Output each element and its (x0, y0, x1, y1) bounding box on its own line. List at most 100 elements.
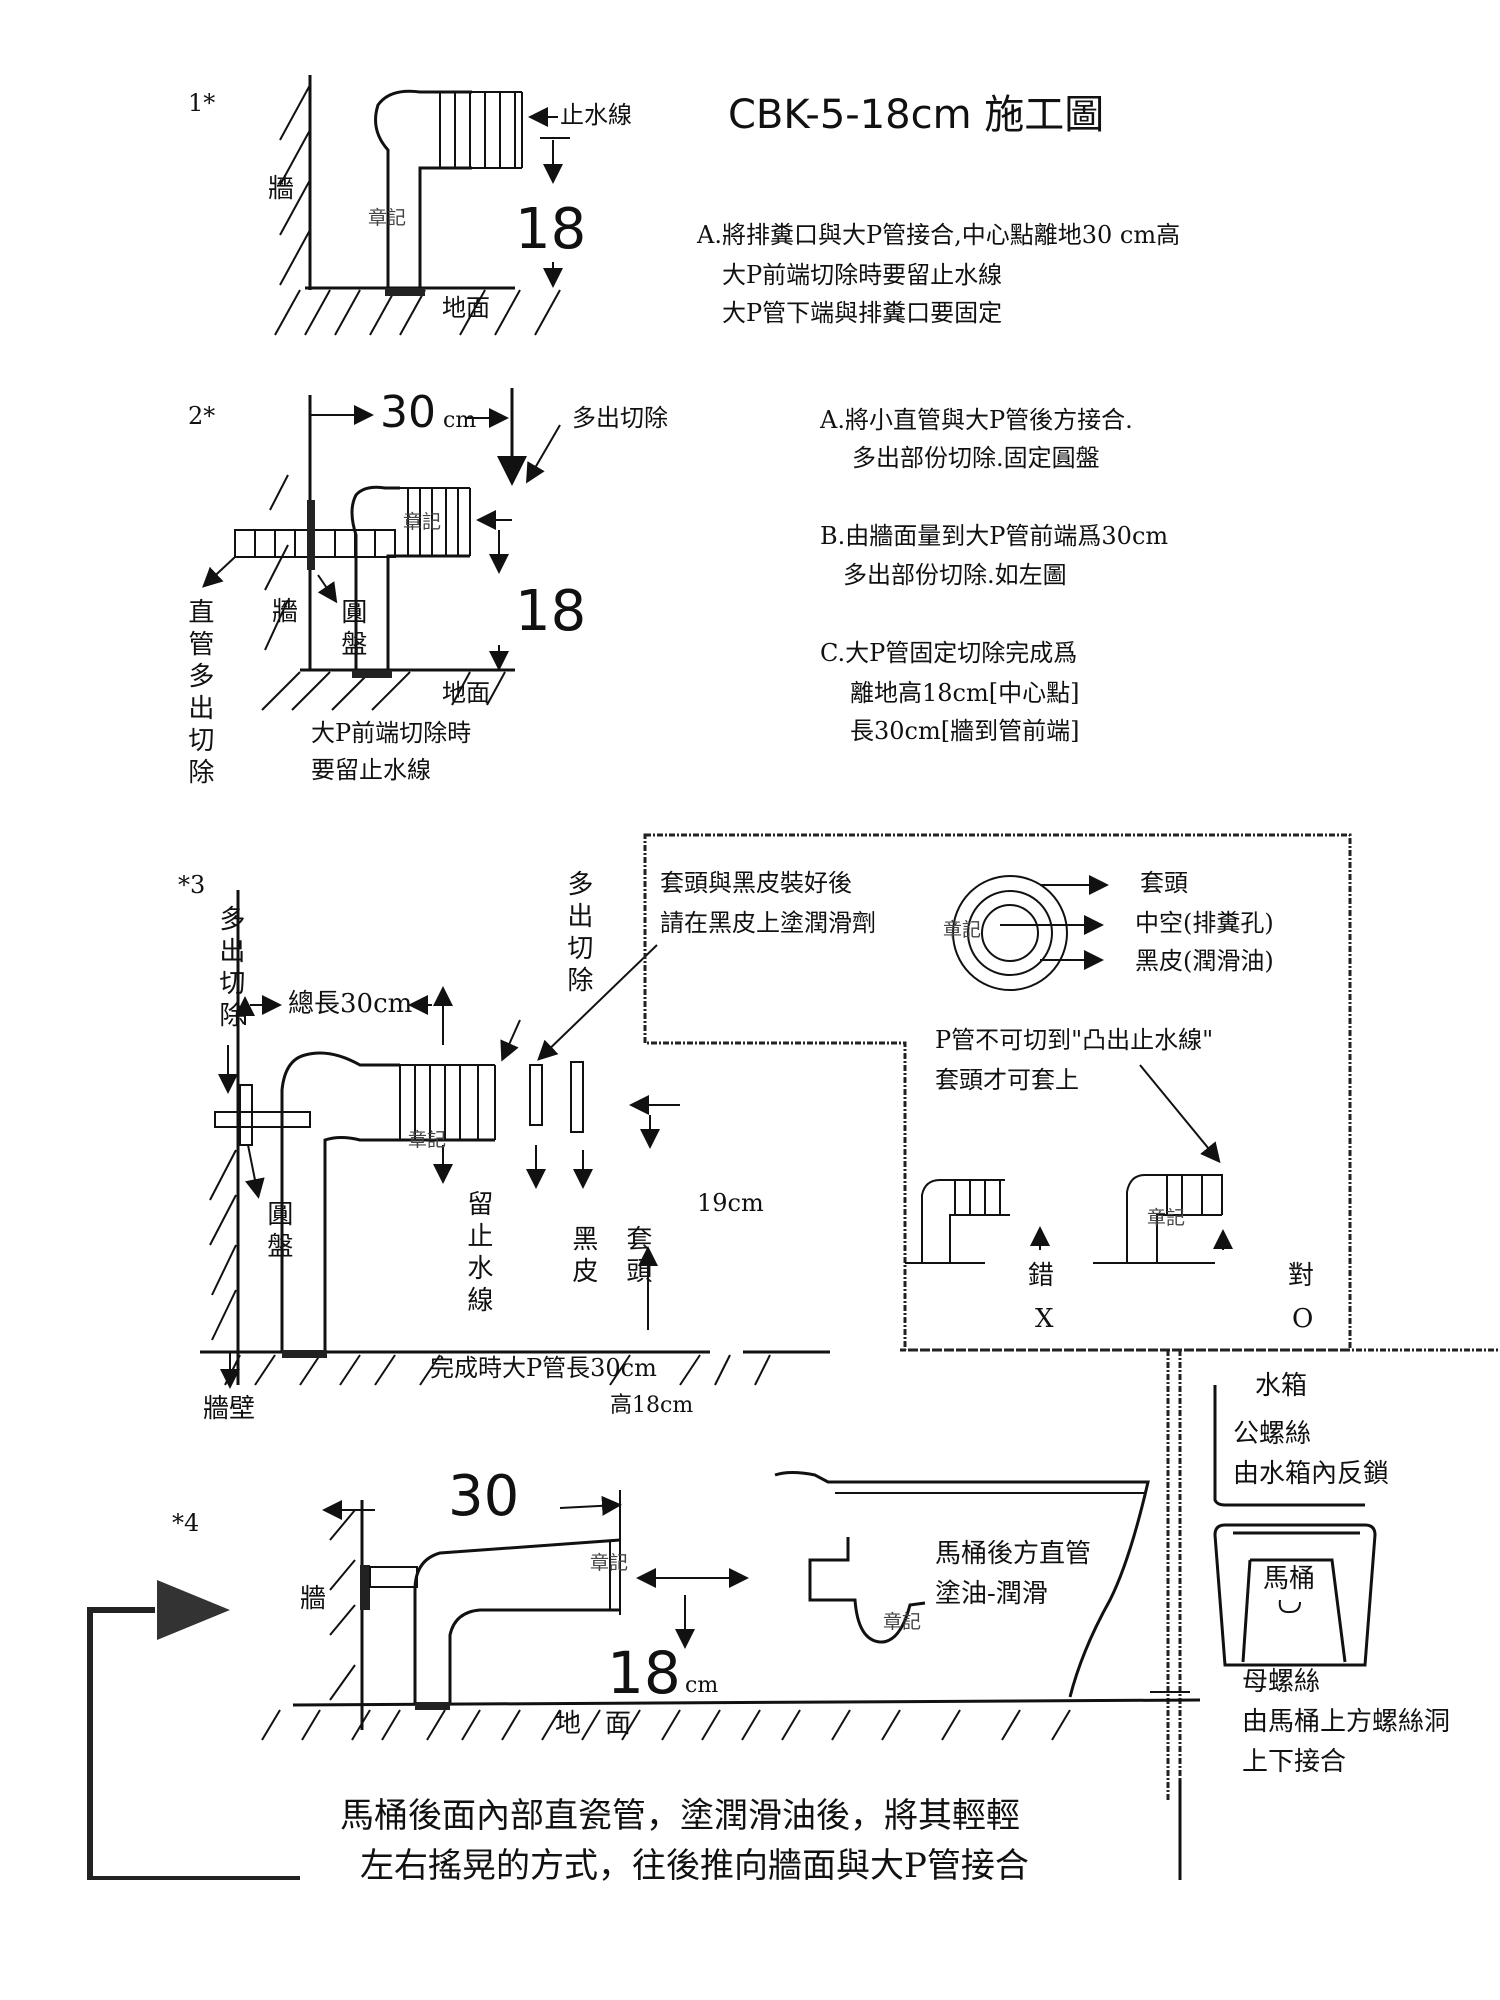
female-nut-note-line2: 上下接合 (1242, 1747, 1347, 1777)
hollow-ring (981, 904, 1039, 962)
stop-line-label: 止水線 (560, 101, 632, 129)
sleeve-label: 套頭 (621, 1225, 652, 1289)
wall-label: 牆 (268, 174, 295, 204)
step2-drawing (202, 388, 561, 711)
height-value: 18 (515, 579, 587, 644)
stop-line-ribs (400, 487, 471, 556)
warning-note: P管不可切到"凸出止水線" (935, 1026, 1214, 1054)
p-pipe-inner (323, 1136, 495, 1352)
female-nut-note: 由馬桶上方螺絲洞 (1242, 1707, 1451, 1737)
bolt-hole-icon (1278, 1599, 1301, 1614)
front-cut-note-line2: 要留止水線 (311, 756, 431, 784)
rear-pipe-note: 馬桶後方直管 (935, 1539, 1092, 1569)
wall-disc (360, 1565, 370, 1610)
p-pipe-outer (280, 1051, 400, 1352)
stamp-mark: 章記 (403, 511, 442, 533)
rear-pipe-note-line2: 塗油-潤滑 (935, 1579, 1048, 1609)
toilet-rear-pipe (808, 1537, 926, 1644)
height-value: 18 (515, 197, 587, 262)
flow-arrow-line (87, 1607, 155, 1880)
height-value: 18 (607, 1639, 681, 1707)
length-value: 30 (448, 1464, 520, 1529)
step2-instruction-c: C.大P管固定切除完成爲 (820, 639, 1078, 667)
p-pipe-inner (448, 1608, 620, 1705)
wall-hatch (329, 1509, 356, 1701)
wall-label: 牆 (300, 1584, 327, 1614)
floor-hatch (274, 289, 561, 336)
wall-disc (239, 1084, 253, 1146)
male-bolt-label: 公螺絲 (1233, 1419, 1312, 1449)
inset-note: 套頭與黑皮裝好後 (660, 869, 852, 897)
straight-pipe (369, 1566, 418, 1588)
length-value: 30 (380, 387, 436, 438)
toilet-profile (774, 1471, 1150, 1698)
toilet-outline (1213, 1523, 1377, 1667)
wall-hatch (209, 1149, 237, 1341)
stamp-mark: 章記 (408, 1129, 447, 1151)
floor-hatch (261, 671, 506, 711)
keep-stop-line-label: 留止水線 (462, 1190, 493, 1318)
wall-hatch (279, 84, 311, 286)
wrong-label: 錯 (1028, 1261, 1055, 1291)
floor-hatch (224, 1354, 771, 1386)
right-example (1093, 1174, 1233, 1264)
step3-drawing (200, 833, 1500, 1800)
step2-instruction-b-line2: 多出部份切除.如左圖 (843, 561, 1067, 589)
step1-drawing (274, 75, 570, 336)
length-unit: cm (443, 408, 477, 433)
height-unit: cm (685, 1673, 719, 1698)
p-pipe-outer (413, 1538, 621, 1705)
wall-hatch (264, 474, 289, 651)
p-pipe-outer (374, 89, 472, 288)
rubber-ring (967, 890, 1053, 976)
right-label: 對 (1288, 1261, 1315, 1291)
bottom-note: 馬桶後面內部直瓷管，塗潤滑油後，將其輕輕 (340, 1796, 1020, 1836)
height-19-label: 19cm (697, 1189, 764, 1217)
straight-pipe-cut-label: 直管多出切除 (183, 598, 214, 790)
step2-marker: 2* (188, 402, 216, 430)
p-pipe-outer (350, 485, 400, 670)
wall-label: 牆 (272, 597, 299, 627)
completion-note: 完成時大P管長30cm (430, 1354, 657, 1382)
p-pipe-inner (418, 166, 472, 288)
floor-label: 地面 (442, 679, 490, 707)
excess-cut-label: 多出切除 (572, 404, 668, 432)
wall-disc (307, 500, 315, 570)
step4-drawing (87, 1385, 1377, 1880)
male-bolt-note: 由水箱內反鎖 (1233, 1459, 1390, 1489)
step1-instruction-a-line3: 大P管下端與排糞口要固定 (722, 299, 1003, 327)
stamp-mark: 章記 (883, 1611, 922, 1633)
stamp-mark: 章記 (943, 919, 982, 941)
step2-instruction-c-line3: 長30cm[牆到管前端] (850, 717, 1080, 745)
front-cut-note: 大P前端切除時 (311, 719, 472, 747)
disc-label: 圓盤 (262, 1200, 293, 1264)
floor-label: 地面 (442, 294, 490, 322)
toilet-label: 馬桶 (1263, 1564, 1316, 1594)
straight-pipe (214, 1111, 311, 1128)
floor-flange (385, 288, 425, 296)
step4-marker: *4 (172, 1509, 200, 1537)
sleeve-piece (570, 1061, 584, 1133)
wrong-mark: X (1035, 1304, 1054, 1334)
sleeve-ring (952, 875, 1068, 991)
black-rubber-piece (529, 1064, 543, 1126)
step1-marker: 1* (188, 89, 216, 117)
right-mark: O (1292, 1304, 1314, 1334)
step1-instruction-a: A.將排糞口與大P管接合,中心點離地30 cm高 (697, 221, 1181, 249)
step2-instruction-a: A.將小直管與大P管後方接合. (820, 406, 1133, 434)
top-cut-label: 多出切除 (562, 870, 593, 998)
stamp-mark: 章記 (590, 1552, 629, 1574)
wall-label: 牆壁 (203, 1394, 256, 1424)
stamp-mark: 章記 (368, 207, 407, 229)
floor-label-2: 面 (605, 1709, 632, 1739)
stop-line-ribs (439, 91, 523, 169)
ring-label-hollow: 中空(排糞孔) (1135, 909, 1274, 937)
step3-marker: *3 (178, 871, 206, 899)
wrong-example (905, 1179, 1050, 1264)
tank-outline (1213, 1385, 1365, 1507)
left-cut-label: 多出切除 (214, 905, 245, 1033)
step2-instruction-c-line2: 離地高18cm[中心點] (850, 679, 1080, 707)
tank-label: 水箱 (1255, 1371, 1308, 1401)
inset-note-line2: 請在黑皮上塗潤滑劑 (660, 909, 876, 937)
